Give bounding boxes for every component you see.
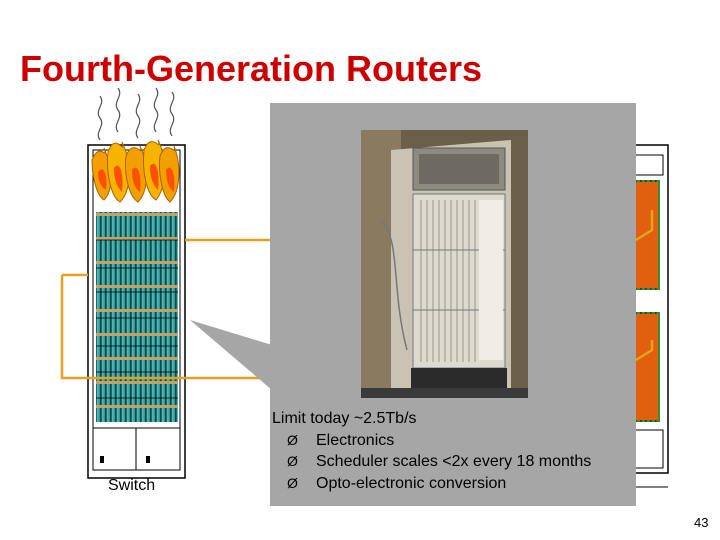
callout-pointer [190,320,272,390]
slide-number: 43 [694,515,709,530]
router-photo [361,130,528,398]
callout-heading: Limit today ~2.5Tb/s [272,410,417,427]
slide-title: Fourth-Generation Routers [20,48,483,89]
flames-icon [91,139,180,203]
arrow-bullet-icon: Ø [287,453,298,469]
switch-label: Switch [108,477,156,494]
line-cards [96,212,178,422]
arrow-bullet-icon: Ø [287,474,298,491]
smoke-icon [97,87,175,141]
arrow-bullet-icon: Ø [287,431,298,448]
